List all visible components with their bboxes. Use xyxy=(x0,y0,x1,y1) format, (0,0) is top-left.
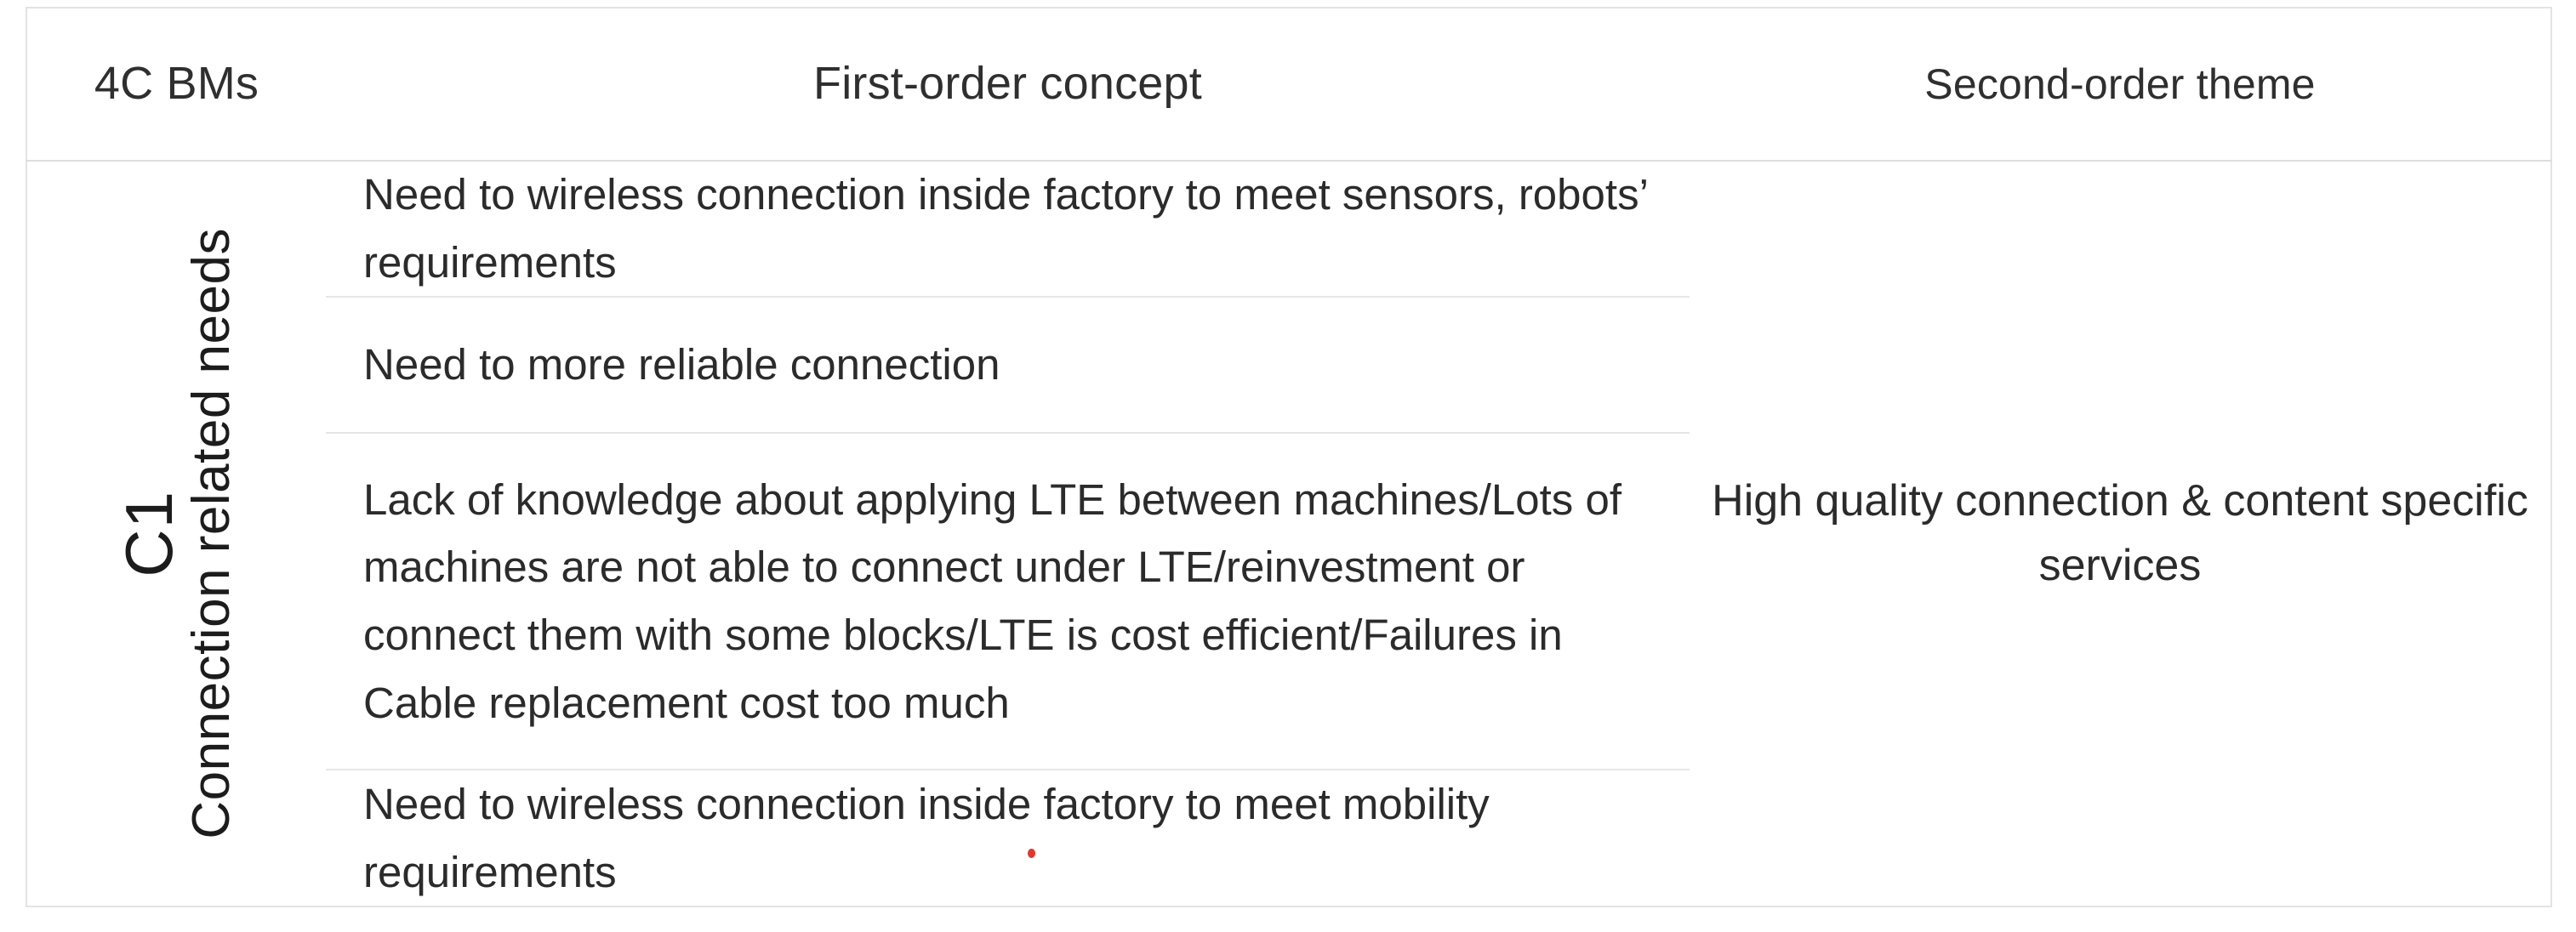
header-label-first-order-concept: First-order concept xyxy=(813,58,1202,110)
table-header-row: 4C BMs First-order concept Second-order … xyxy=(26,8,2551,162)
header-cell-4c-bms: 4C BMs xyxy=(26,8,326,162)
cell-bm-category: C1 Connection related needs xyxy=(26,161,326,906)
second-order-theme-text: High quality connection & content specif… xyxy=(1712,475,2528,590)
list-item: Lack of knowledge about applying LTE bet… xyxy=(326,434,1690,770)
first-order-concept-text: Lack of knowledge about applying LTE bet… xyxy=(363,475,1621,727)
first-order-concept-text: Need to wireless connection inside facto… xyxy=(363,170,1648,287)
first-order-concept-text: Need to more reliable connection xyxy=(363,340,1000,389)
table-row: C1 Connection related needs Need to wire… xyxy=(26,161,2551,906)
first-order-concept-list: Need to wireless connection inside facto… xyxy=(326,162,1690,906)
header-label-second-order-theme: Second-order theme xyxy=(1924,60,2316,108)
header-cell-first-order-concept: First-order concept xyxy=(326,8,1690,162)
list-item: Need to wireless connection inside facto… xyxy=(326,770,1690,906)
cell-first-order-concepts: Need to wireless connection inside facto… xyxy=(326,161,1690,906)
red-annotation-dot-icon xyxy=(1028,849,1035,858)
header-label-4c-bms: 4C BMs xyxy=(94,58,259,110)
first-order-concept-text: Need to wireless connection inside facto… xyxy=(363,779,1490,896)
cell-second-order-theme: High quality connection & content specif… xyxy=(1690,161,2551,906)
bm-code-label: C1 xyxy=(111,490,186,577)
bm-category-label: Connection related needs xyxy=(181,228,241,839)
list-item: Need to wireless connection inside facto… xyxy=(326,162,1690,298)
bm-rotated-label-group: C1 Connection related needs xyxy=(27,162,326,906)
qualitative-coding-table: 4C BMs First-order concept Second-order … xyxy=(26,7,2552,907)
list-item: Need to more reliable connection xyxy=(326,298,1690,434)
header-cell-second-order-theme: Second-order theme xyxy=(1690,8,2551,162)
